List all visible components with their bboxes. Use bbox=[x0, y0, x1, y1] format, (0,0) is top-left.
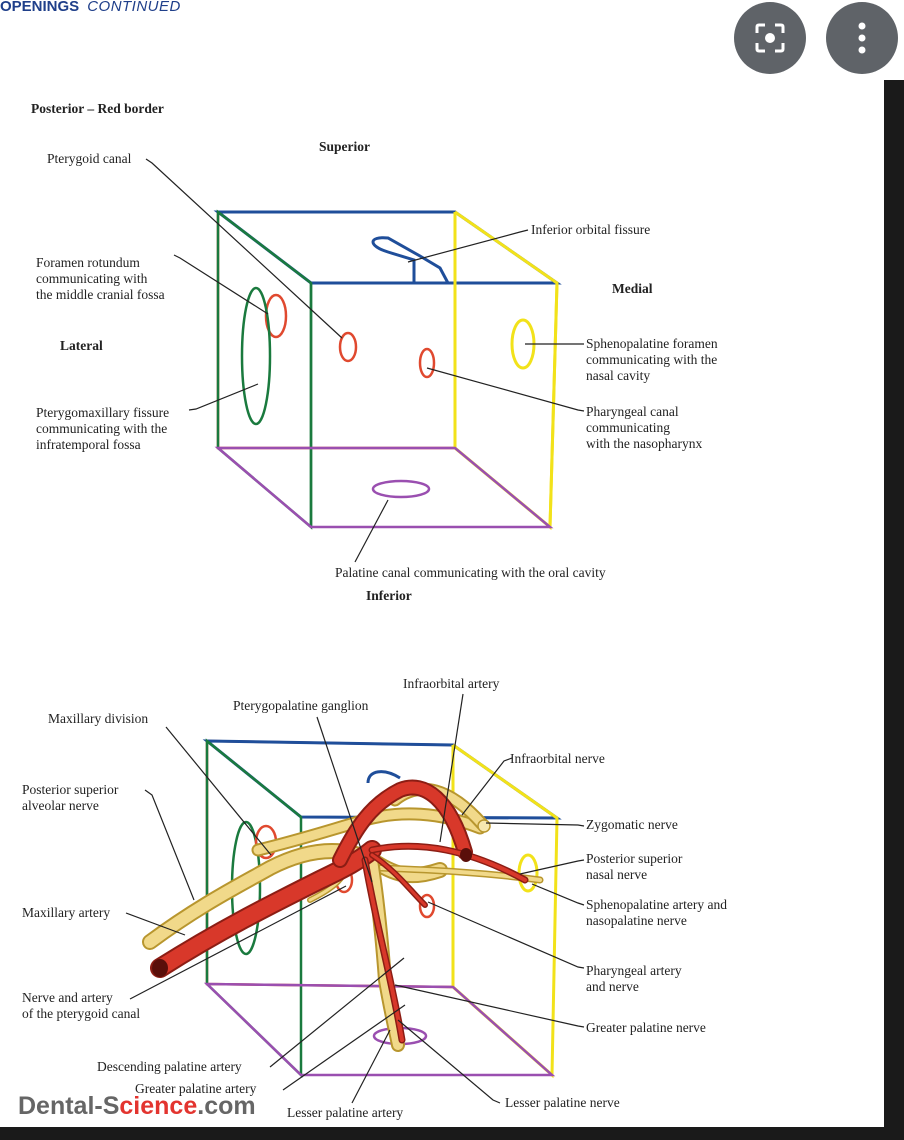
greater-palatine-artery-label: Greater palatine artery bbox=[135, 1081, 257, 1096]
leader-foramen-rotundum bbox=[173, 254, 269, 315]
pterygomaxillary-fissure-ring bbox=[240, 286, 272, 426]
medial-face-yellow bbox=[453, 210, 559, 531]
sphenopalatine-ring-2 bbox=[517, 853, 539, 893]
inferior-face-purple bbox=[214, 446, 554, 529]
inferior-orbital-fissure-label: Inferior orbital fissure bbox=[531, 222, 651, 237]
posterior-face-red-border bbox=[216, 210, 457, 450]
leader-palatine-canal bbox=[354, 499, 389, 563]
leader-greater-palatine-artery bbox=[282, 1004, 406, 1091]
inferior-face-2 bbox=[203, 982, 556, 1077]
header-subtitle: CONTINUED bbox=[87, 0, 181, 15]
foramen-rotundum-ring bbox=[264, 293, 288, 339]
leader-infraorbital-artery bbox=[439, 693, 464, 843]
descending-palatine-artery-label: Descending palatine artery bbox=[97, 1059, 242, 1074]
maxillary-division-label: Maxillary division bbox=[48, 711, 149, 726]
site-watermark: Dental-Science.com bbox=[18, 1092, 256, 1121]
lesser-palatine-nerve-label: Lesser palatine nerve bbox=[505, 1095, 620, 1110]
arteries-group bbox=[150, 779, 529, 1044]
infraorbital-artery-end bbox=[460, 848, 472, 862]
leader-lesser-palatine-artery bbox=[351, 1029, 391, 1104]
pterygomaxillary-label: Pterygomaxillary fissure communicating w… bbox=[36, 405, 170, 452]
leader-maxillary-artery bbox=[125, 912, 186, 936]
bottom-edge-strip bbox=[0, 1127, 904, 1140]
pterygoid-canal-ring bbox=[338, 331, 358, 363]
leader-pterygomaxillary bbox=[188, 383, 259, 411]
medial-face-2 bbox=[451, 743, 559, 1079]
pharyngeal-canal-ring-2 bbox=[418, 893, 436, 919]
sphenopalatine-artery-label: Sphenopalatine artery and nasopalatine n… bbox=[586, 897, 727, 928]
leader-nerve-pterygoid bbox=[129, 885, 347, 1000]
more-options-button[interactable] bbox=[826, 2, 898, 74]
leader-pharyngeal-artery bbox=[427, 901, 585, 969]
leader-lesser-palatine-nerve bbox=[397, 1019, 501, 1104]
lesser-palatine-artery-label: Lesser palatine artery bbox=[287, 1105, 404, 1120]
leader-lines-top bbox=[145, 158, 585, 563]
leader-greater-palatine-nerve bbox=[394, 984, 585, 1028]
leader-lines-bottom bbox=[125, 693, 585, 1104]
leader-infraorbital-nerve bbox=[461, 757, 513, 816]
leader-psa-nerve bbox=[144, 789, 195, 901]
superior-label: Superior bbox=[319, 139, 371, 154]
lens-search-button[interactable] bbox=[734, 2, 806, 74]
medial-label: Medial bbox=[612, 281, 653, 296]
inferior-orbital-fissure-2 bbox=[366, 770, 401, 784]
posterior-caption: Posterior – Red border bbox=[31, 101, 164, 116]
infraorbital-nerve-end bbox=[477, 819, 491, 833]
inferior-orbital-fissure-shape bbox=[371, 236, 450, 284]
leader-sphenopalatine-2 bbox=[531, 883, 585, 906]
leader-inferior-orbital bbox=[407, 229, 529, 263]
lateral-label: Lateral bbox=[60, 338, 103, 353]
sphenopalatine-foramen-label: Sphenopalatine foramen communicating wit… bbox=[586, 336, 718, 383]
leader-psn-nerve bbox=[519, 859, 585, 875]
more-vert-icon bbox=[858, 22, 866, 54]
lens-search-icon bbox=[755, 23, 785, 53]
psn-nerve-label: Posterior superior nasal nerve bbox=[586, 851, 683, 882]
nerve-pterygoid-canal-label: Nerve and artery of the pterygoid canal bbox=[22, 990, 141, 1021]
foramen-rotundum-label: Foramen rotundum communicating with the … bbox=[36, 255, 165, 302]
maxillary-artery-end bbox=[152, 959, 168, 977]
watermark-part3: .com bbox=[197, 1092, 256, 1120]
header-title: OPENINGS bbox=[0, 0, 80, 15]
pharyngeal-artery-label: Pharyngeal artery and nerve bbox=[586, 963, 682, 994]
section-header: OPENINGS CONTINUED bbox=[0, 0, 181, 15]
palatine-canal-label: Palatine canal communicating with the or… bbox=[335, 565, 606, 580]
infraorbital-artery-label: Infraorbital artery bbox=[403, 676, 500, 691]
inferior-label: Inferior bbox=[366, 588, 412, 603]
watermark-part2: cience bbox=[119, 1092, 198, 1120]
cube-diagram-top bbox=[145, 158, 585, 563]
maxillary-artery-label: Maxillary artery bbox=[22, 905, 111, 920]
pterygoid-canal-label: Pterygoid canal bbox=[47, 151, 132, 166]
cube-diagram-bottom bbox=[125, 693, 585, 1104]
leader-maxillary-division bbox=[165, 726, 272, 856]
palatine-canal-ring bbox=[371, 479, 431, 499]
leader-zygomatic-nerve bbox=[485, 822, 585, 827]
psa-nerve-label: Posterior superior alveolar nerve bbox=[22, 782, 119, 813]
greater-palatine-nerve-label: Greater palatine nerve bbox=[586, 1020, 706, 1035]
watermark-part1: Dental-S bbox=[18, 1092, 120, 1120]
pterygopalatine-ganglion-label: Pterygopalatine ganglion bbox=[233, 698, 369, 713]
leader-ganglion bbox=[316, 716, 373, 883]
zygomatic-nerve-label: Zygomatic nerve bbox=[586, 817, 678, 832]
pharyngeal-canal-label: Pharyngeal canal communicating with the … bbox=[586, 404, 703, 451]
lateral-face-green bbox=[216, 209, 313, 530]
right-scrollbar-strip bbox=[884, 80, 904, 1140]
leader-descending-palatine bbox=[269, 957, 405, 1068]
leader-pharyngeal-canal bbox=[426, 367, 585, 412]
infraorbital-nerve-label: Infraorbital nerve bbox=[510, 751, 605, 766]
pharyngeal-canal-ring bbox=[418, 347, 436, 379]
leader-pterygoid-canal bbox=[145, 158, 343, 339]
